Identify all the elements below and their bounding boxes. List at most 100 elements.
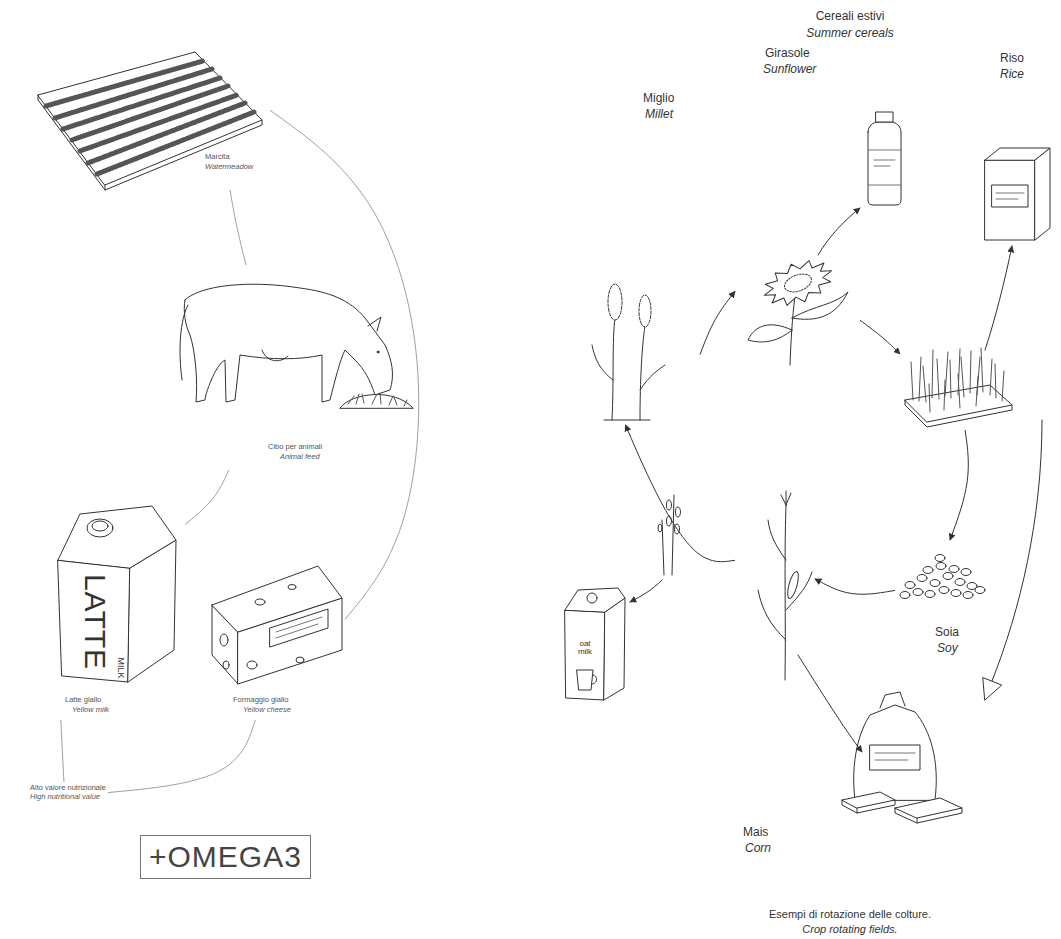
node-label: Mais bbox=[743, 826, 768, 840]
watermeadow-node: MarcitaWatermeadow bbox=[35, 50, 270, 190]
flow-arrow bbox=[818, 208, 860, 255]
feed-bag-drawing bbox=[880, 692, 905, 708]
rice-field-drawing bbox=[905, 348, 1012, 427]
cow-drawing bbox=[377, 351, 379, 353]
cheese-node: Formaggio gialloYellow cheese bbox=[205, 555, 345, 720]
omega-box: +OMEGA3 bbox=[140, 835, 311, 879]
caption: Esempi di rotazione delle colture. bbox=[700, 908, 1000, 921]
cow-drawing bbox=[180, 284, 413, 408]
oat-plant-drawing bbox=[667, 516, 672, 526]
node-translation: Watermeadow bbox=[205, 163, 253, 172]
feed-bag-drawing bbox=[895, 808, 962, 823]
flow-arrow bbox=[985, 246, 1012, 350]
package-text: oat milk bbox=[572, 640, 598, 657]
oil-bottle-drawing bbox=[868, 112, 901, 205]
flow-arrow bbox=[625, 425, 735, 562]
soy-beans-drawing bbox=[936, 563, 946, 570]
cow-drawing bbox=[184, 284, 392, 402]
crop-node: SoiaSoy bbox=[895, 540, 995, 660]
cheese-drawing bbox=[247, 661, 257, 669]
big-arrow bbox=[983, 678, 1002, 700]
cow-drawing bbox=[348, 393, 407, 406]
sunflower-drawing bbox=[757, 252, 838, 314]
milk-carton-drawing bbox=[58, 506, 176, 568]
node-translation: Soy bbox=[937, 642, 958, 656]
node-translation: Yellow cheese bbox=[243, 706, 291, 715]
feed-bag-drawing bbox=[870, 745, 920, 770]
feed-bag-drawing bbox=[842, 800, 895, 813]
big-arrow bbox=[992, 420, 1042, 681]
node-label: Formaggio giallo bbox=[233, 696, 288, 705]
millet-drawing bbox=[639, 295, 651, 327]
oat-milk-carton-drawing bbox=[587, 593, 597, 603]
watermeadow-drawing bbox=[46, 61, 254, 174]
oil-bottle-drawing bbox=[868, 122, 901, 205]
crop-node: MaisCorn bbox=[735, 490, 815, 860]
oat-milk-carton-drawing bbox=[565, 588, 625, 700]
soy-beans-drawing bbox=[955, 579, 965, 586]
millet-drawing bbox=[592, 345, 665, 420]
milk-carton-drawing bbox=[58, 560, 130, 682]
oat-milk-carton-drawing bbox=[565, 610, 605, 700]
rice-bag-drawing bbox=[985, 148, 1050, 160]
millet-drawing bbox=[592, 284, 665, 420]
watermeadow-drawing bbox=[38, 52, 262, 185]
soy-beans-drawing bbox=[925, 591, 935, 598]
cow-drawing bbox=[340, 394, 413, 408]
node-label: Girasole bbox=[765, 47, 810, 61]
flow-arrow bbox=[815, 579, 895, 594]
node-label: Miglio bbox=[643, 92, 674, 106]
node-translation: High nutritional value bbox=[30, 793, 106, 802]
feed-bag-drawing bbox=[854, 705, 937, 800]
rice-field-drawing bbox=[911, 348, 1004, 412]
flow-arrow bbox=[950, 430, 968, 540]
animal-feed-node: Cibo per animaliAnimal feed bbox=[175, 265, 420, 470]
cheese-drawing bbox=[288, 585, 296, 590]
sunflower-drawing bbox=[748, 252, 848, 365]
subtitle: Summer cereals bbox=[700, 27, 1000, 41]
link-line bbox=[230, 190, 246, 265]
rice-bag-drawing bbox=[1035, 148, 1050, 240]
soy-beans-drawing bbox=[975, 587, 985, 594]
node-label: Riso bbox=[1000, 52, 1024, 66]
link-line bbox=[185, 470, 229, 525]
watermeadow-drawing bbox=[46, 61, 254, 174]
cheese-drawing bbox=[270, 609, 328, 647]
milk-node: Latte gialloYellow milk bbox=[50, 490, 185, 720]
soy-beans-drawing bbox=[943, 573, 953, 580]
oil-bottle-drawing bbox=[876, 112, 893, 122]
node-label: Cibo per animali bbox=[268, 443, 322, 452]
connectors bbox=[61, 110, 969, 792]
milk-carton-drawing bbox=[58, 506, 176, 682]
link-line bbox=[108, 720, 256, 793]
cheese-drawing bbox=[276, 617, 322, 638]
cheese-drawing bbox=[296, 657, 304, 663]
oat-plant-drawing bbox=[676, 507, 681, 517]
watermeadow-drawing bbox=[38, 52, 262, 190]
milk-carton-drawing bbox=[92, 521, 108, 531]
soy-beans-drawing bbox=[900, 555, 985, 599]
cow-drawing bbox=[180, 305, 381, 380]
node-translation: Sunflower bbox=[763, 63, 816, 77]
node-label: Marcita bbox=[205, 153, 230, 162]
link-line bbox=[61, 720, 64, 782]
node-label: +OMEGA3 bbox=[149, 839, 302, 875]
oat-milk-carton-drawing bbox=[604, 598, 625, 700]
cheese-drawing bbox=[255, 599, 265, 605]
sunflower-drawing bbox=[748, 325, 792, 342]
soy-beans-drawing bbox=[935, 555, 945, 562]
rice-field-drawing bbox=[905, 400, 1012, 427]
oat-plant-drawing bbox=[658, 495, 681, 575]
node-translation: Yellow milk bbox=[72, 706, 109, 715]
node-translation: Millet bbox=[645, 108, 673, 122]
node-translation: Corn bbox=[745, 842, 771, 856]
soy-beans-drawing bbox=[963, 592, 973, 599]
corn-drawing bbox=[758, 491, 812, 680]
soy-beans-drawing bbox=[900, 592, 910, 599]
crop-node: RisoRice bbox=[900, 50, 1055, 430]
feed-bag-drawing bbox=[842, 792, 895, 808]
